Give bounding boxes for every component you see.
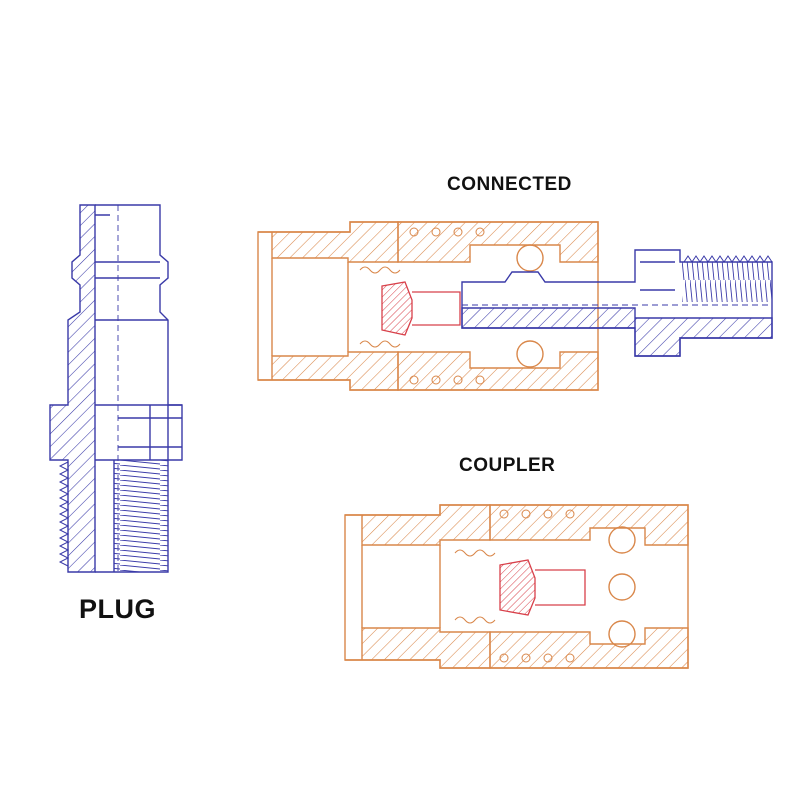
connected-left-bore	[271, 258, 349, 356]
connected-inserted-plug	[461, 249, 773, 357]
connected-spring-top	[359, 266, 401, 274]
coupler-spring-top	[454, 549, 496, 557]
connected-ball-top	[516, 244, 544, 272]
coupler-spring-bottom	[454, 616, 496, 624]
connected-top-wall-2	[397, 221, 599, 263]
coupler-left-bore	[361, 545, 441, 628]
connected-bottom-wall-2	[397, 351, 599, 391]
coupler-ball-middle	[608, 573, 636, 601]
coupler-ball-bottom	[608, 620, 636, 648]
plug-thread-teeth	[58, 461, 70, 567]
connected-drawing	[257, 221, 599, 391]
coupler-drawing	[344, 504, 689, 669]
connected-plug-section	[461, 307, 773, 357]
coupler-sleeve-coils	[499, 509, 575, 663]
plug-bore	[95, 214, 182, 406]
plug-thread-outline	[95, 459, 168, 572]
coupler-top-wall	[345, 504, 491, 546]
connected-top-wall	[258, 221, 399, 263]
coupler-valve	[499, 559, 586, 616]
plug-drawing	[49, 204, 183, 573]
coupler-label: COUPLER	[459, 455, 556, 476]
coupler-ball-top	[608, 526, 636, 554]
plug-thread	[114, 460, 168, 572]
plug-outline	[95, 204, 183, 573]
connected-spring-bottom	[359, 340, 401, 348]
connected-bottom-wall	[258, 351, 399, 391]
plug-label: PLUG	[79, 594, 157, 624]
connected-sleeve-coils	[409, 227, 485, 385]
connected-label: CONNECTED	[447, 174, 572, 195]
coupler-bottom-wall-2	[489, 627, 689, 669]
connected-valve	[381, 281, 461, 336]
connected-plug-thread	[682, 262, 772, 302]
plug-hex	[118, 405, 182, 460]
connected-ball-bottom	[516, 340, 544, 368]
plug-section-wall	[49, 204, 96, 573]
coupler-top-wall-2	[489, 504, 689, 546]
coupler-bottom-wall	[345, 627, 491, 669]
